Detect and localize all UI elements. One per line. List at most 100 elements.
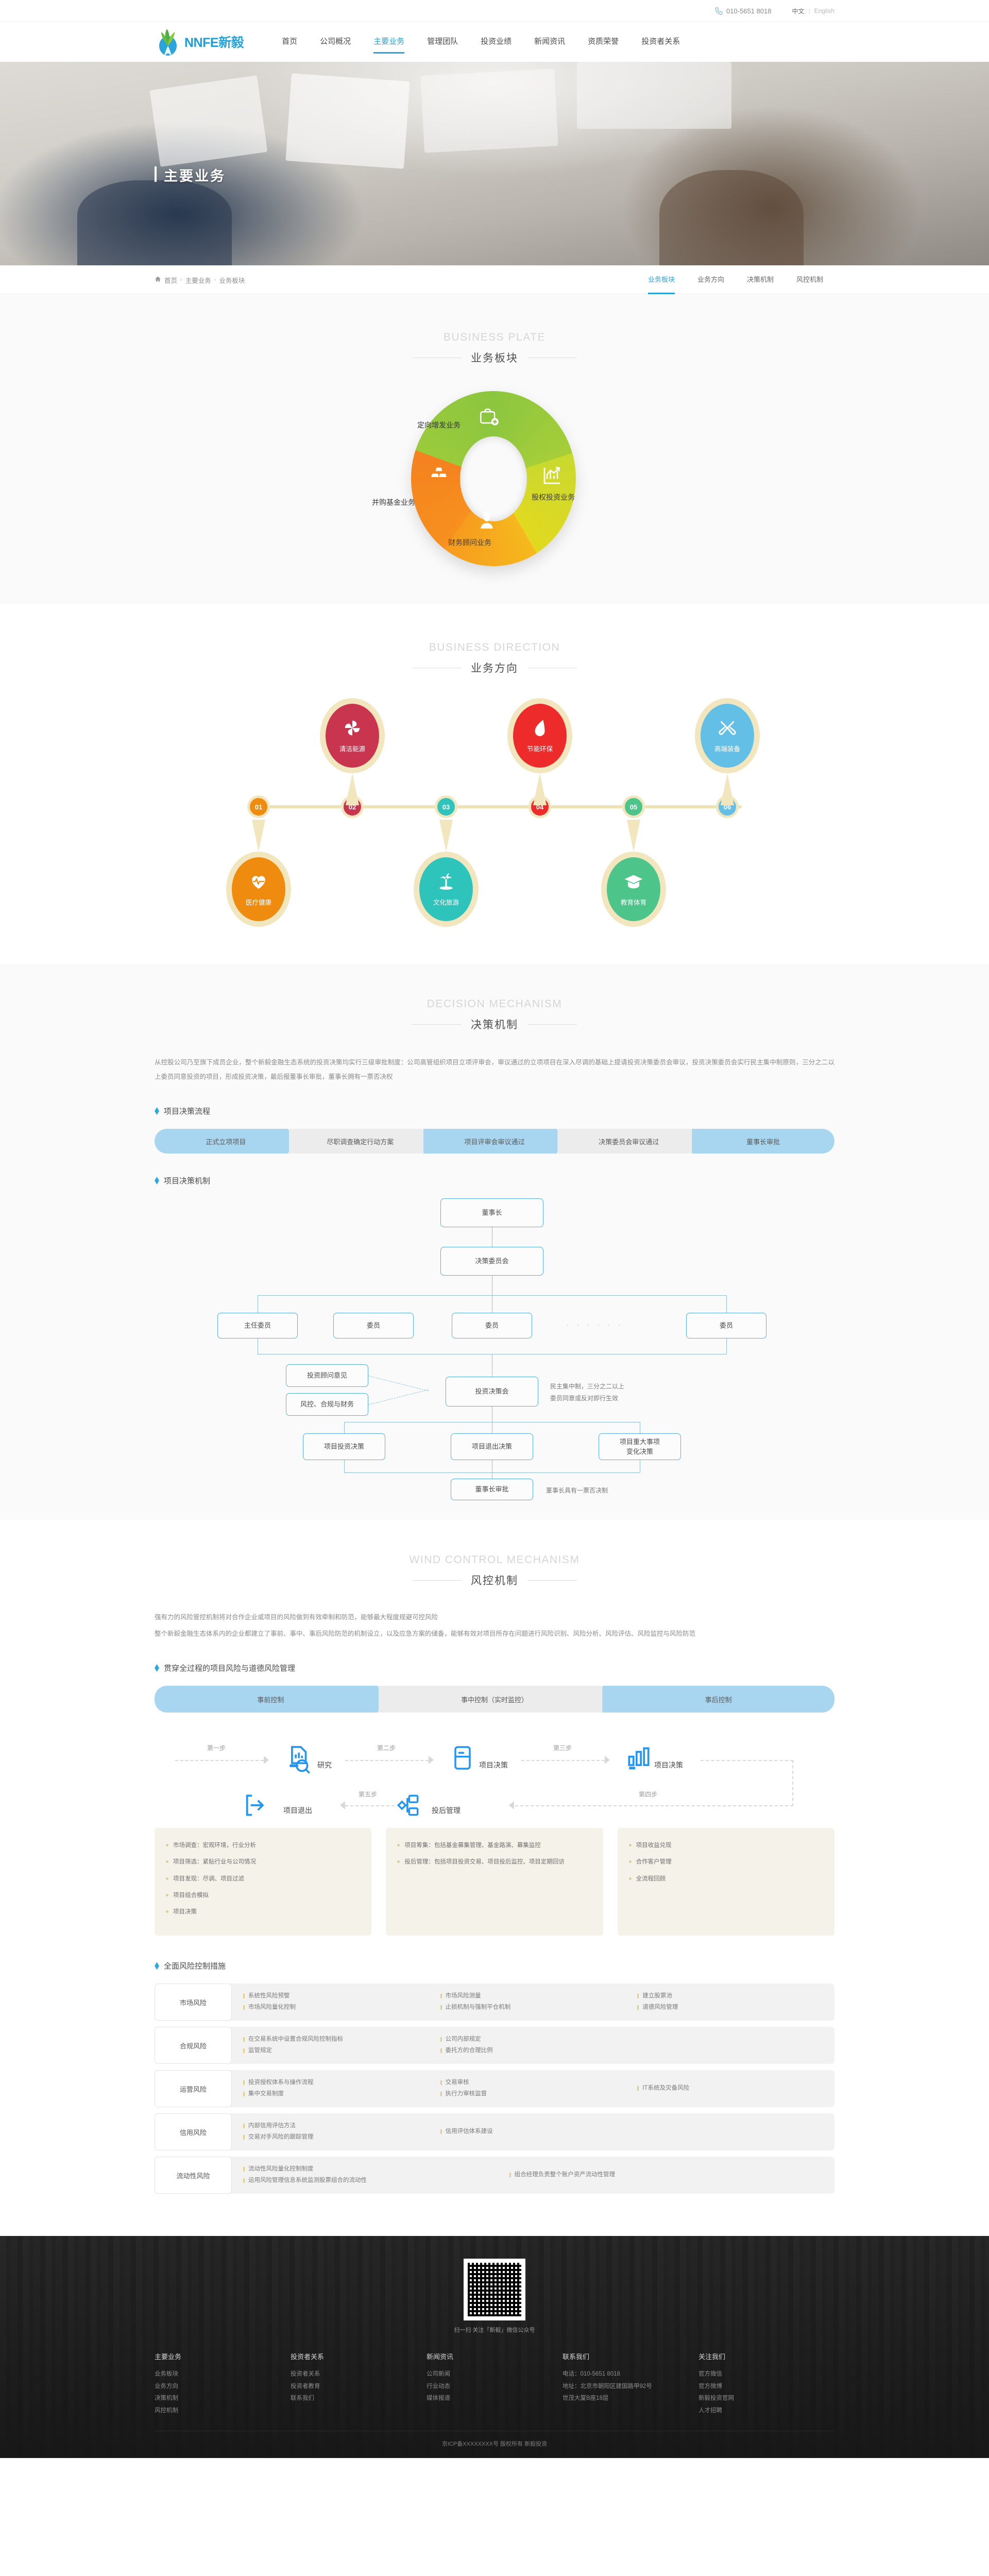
breadcrumb-business[interactable]: 主要业务 <box>185 277 211 284</box>
info-card-mid: 项目筹集：包括基金募集管理、基金路演、募集监控 投后管理：包括项目投资交易、项目… <box>386 1828 603 1936</box>
list-item: 内部信用评估方法 <box>243 2121 440 2132</box>
flow-arrow-icon <box>264 1756 269 1764</box>
org-box-exit-decision: 项目退出决策 <box>451 1433 533 1460</box>
list-item: 止损机制与强制平仓机制 <box>440 2002 638 2013</box>
nav-menu: 首页 公司概况 主要业务 管理团队 投资业绩 新闻资讯 资质荣誉 投资者关系 <box>270 22 691 62</box>
table-row: 运营风险 投资授权体系与操作流程 集中交易制度 交易审核 执行力审核监督 IT系… <box>155 2070 834 2108</box>
footer-column-follow: 关注我们 官方微信 官方微博 新毅投资官网 人才招聘 <box>698 2351 834 2417</box>
footer-contact-address: 地址：北京市朝阳区建国路甲92号 <box>562 2383 652 2389</box>
phone-icon <box>714 7 723 15</box>
tab-business-direction[interactable]: 业务方向 <box>697 276 724 283</box>
flow-step-4[interactable]: 决策委员会审议通过 <box>557 1129 700 1154</box>
list-item: 监管规定 <box>243 2045 440 2057</box>
org-box-member-2-label: 委员 <box>366 1321 380 1330</box>
business-plate-donut: 定向增发业务 股权投资业务 财务顾问业务 并购基金业务 <box>350 388 639 568</box>
footer-link[interactable]: 联系我们 <box>291 2395 314 2402</box>
list-item: 项目发现：尽调、项目过滤 <box>166 1874 360 1885</box>
table-row: 信用风险 内部信用评估方法 交易对手风险的跟踪管理 信用评估体系建设 <box>155 2113 834 2151</box>
flow-step-1-label: 正式立项项目 <box>206 1138 246 1146</box>
tab-business-plate[interactable]: 业务板块 <box>637 265 686 294</box>
phase-pre-control[interactable]: 事前控制 <box>155 1686 387 1713</box>
direction-card-05-label: 教育体育 <box>620 899 646 906</box>
direction-card-06-label: 高端装备 <box>714 745 740 753</box>
language-switcher[interactable]: 中文 | English <box>792 7 835 15</box>
footer-link[interactable]: 新毅投资官网 <box>698 2395 734 2402</box>
timeline-node-05[interactable]: 05 <box>622 795 645 818</box>
footer-link[interactable]: 业务方向 <box>155 2383 178 2389</box>
tools-icon <box>718 718 737 740</box>
direction-card-05[interactable]: 教育体育 <box>601 820 666 927</box>
decision-org-chart: 董事长 决策委员会 主任委员 委员 委员 · · · · · · 委员 <box>206 1198 783 1500</box>
footer-link[interactable]: 投资者教育 <box>291 2383 320 2389</box>
nav-item-business[interactable]: 主要业务 <box>362 22 416 62</box>
flow-step-1[interactable]: 正式立项项目 <box>155 1129 297 1154</box>
direction-card-03[interactable]: 文化旅游 <box>414 820 479 927</box>
footer-link[interactable]: 媒体报道 <box>427 2395 450 2402</box>
business-plate-section: BUSINESS PLATE 业务板块 <box>0 294 989 604</box>
flow-step-5[interactable]: 董事长审批 <box>692 1129 834 1154</box>
org-box-advisor-label: 投资顾问意见 <box>306 1371 347 1380</box>
drop-blob: 文化旅游 <box>414 852 479 927</box>
flow-step-2[interactable]: 尽职调查确定行动方案 <box>289 1129 432 1154</box>
phase-mid-control[interactable]: 事中控制（实时监控） <box>379 1686 611 1713</box>
direction-heading: BUSINESS DIRECTION 业务方向 <box>155 641 834 675</box>
timeline-node-06[interactable]: 06 <box>716 795 739 818</box>
nav-item-honors[interactable]: 资质荣誉 <box>588 37 619 46</box>
nav-item-team[interactable]: 管理团队 <box>427 37 458 46</box>
home-icon[interactable] <box>155 276 161 284</box>
gold-bars-icon <box>429 464 449 487</box>
footer-link[interactable]: 决策机制 <box>155 2395 178 2402</box>
list-item: 全流程回顾 <box>629 1874 823 1885</box>
wind-subtitle-measures: 全面风险控制措施 <box>155 1960 834 1971</box>
plate-label-right: 股权投资业务 <box>532 493 575 501</box>
flow-step-3[interactable]: 项目评审会审议通过 <box>423 1129 566 1154</box>
nav-item-home[interactable]: 首页 <box>282 37 298 46</box>
footer-link[interactable]: 风控机制 <box>155 2408 178 2414</box>
logo-leaf-icon <box>155 27 183 56</box>
footer-link[interactable]: 人才招聘 <box>698 2408 722 2414</box>
footer-link[interactable]: 公司新闻 <box>427 2371 450 2378</box>
lang-separator: | <box>808 7 810 14</box>
table-row: 市场风险 系统性风险预警 市场风险量化控制 市场风险测量 止损机制与强制平仓机制… <box>155 1984 834 2021</box>
flow-arrow-back-icon <box>509 1801 514 1809</box>
risk-control-table: 市场风险 系统性风险预警 市场风险量化控制 市场风险测量 止损机制与强制平仓机制… <box>155 1984 834 2194</box>
list-item: 市场调查：宏观环境，行业分析 <box>166 1840 360 1851</box>
breadcrumb-home[interactable]: 首页 <box>164 277 178 284</box>
footer-link[interactable]: 行业动态 <box>427 2383 450 2389</box>
org-box-major-change-decision: 项目重大事项 变化决策 <box>599 1433 681 1460</box>
info-card-pre: 市场调查：宏观环境，行业分析 项目筛选：紧贴行业与公司情况 项目发现：尽调、项目… <box>155 1828 372 1936</box>
direction-card-02[interactable]: 清洁能源 <box>320 698 385 805</box>
direction-card-01[interactable]: 医疗健康 <box>226 820 291 927</box>
footer-column-business-title: 主要业务 <box>155 2353 182 2361</box>
footer-link[interactable]: 官方微信 <box>698 2371 722 2378</box>
nav-item-performance[interactable]: 投资业绩 <box>481 37 512 46</box>
direction-card-06[interactable]: 高端装备 <box>695 698 760 805</box>
footer-link[interactable]: 业务板块 <box>155 2371 178 2378</box>
footer-link[interactable]: 投资者关系 <box>291 2371 320 2378</box>
list-item: 公司内部规定 <box>440 2034 638 2045</box>
nav-item-news[interactable]: 新闻资讯 <box>534 37 566 46</box>
timeline-node-03[interactable]: 03 <box>435 795 457 818</box>
nav-item-investors[interactable]: 投资者关系 <box>641 37 680 46</box>
nav-item-about[interactable]: 公司概况 <box>320 37 351 46</box>
drop-blob: 医疗健康 <box>226 852 291 927</box>
table-row: 流动性风险 流动性风险量化控制制度 运用风险管理信息系统监测股票组合的流动性 组… <box>155 2157 834 2194</box>
direction-card-04[interactable]: 节能环保 <box>507 698 572 805</box>
diamond-bullet-icon <box>155 1177 159 1184</box>
lang-en-link[interactable]: English <box>814 7 834 14</box>
logo-text: NNFE新毅 <box>184 32 244 51</box>
connector <box>344 1422 345 1433</box>
phase-post-control[interactable]: 事后控制 <box>602 1686 835 1713</box>
lang-cn-link[interactable]: 中文 <box>792 7 805 15</box>
tab-decision-mechanism[interactable]: 决策机制 <box>746 276 774 283</box>
step-3-label: 第三步 <box>553 1744 572 1752</box>
decision-subtitle-org-label: 项目决策机制 <box>164 1177 211 1185</box>
direction-title-en: BUSINESS DIRECTION <box>429 641 560 653</box>
tab-wind-control[interactable]: 风控机制 <box>796 276 823 283</box>
timeline-node-01[interactable]: 01 <box>247 795 270 818</box>
footer-link[interactable]: 官方微博 <box>698 2383 722 2389</box>
heart-pulse-icon <box>249 872 268 894</box>
decision-subtitle-org: 项目决策机制 <box>155 1175 834 1186</box>
list-item: 交易审核 <box>440 2077 638 2089</box>
site-logo[interactable]: NNFE新毅 <box>155 27 244 56</box>
